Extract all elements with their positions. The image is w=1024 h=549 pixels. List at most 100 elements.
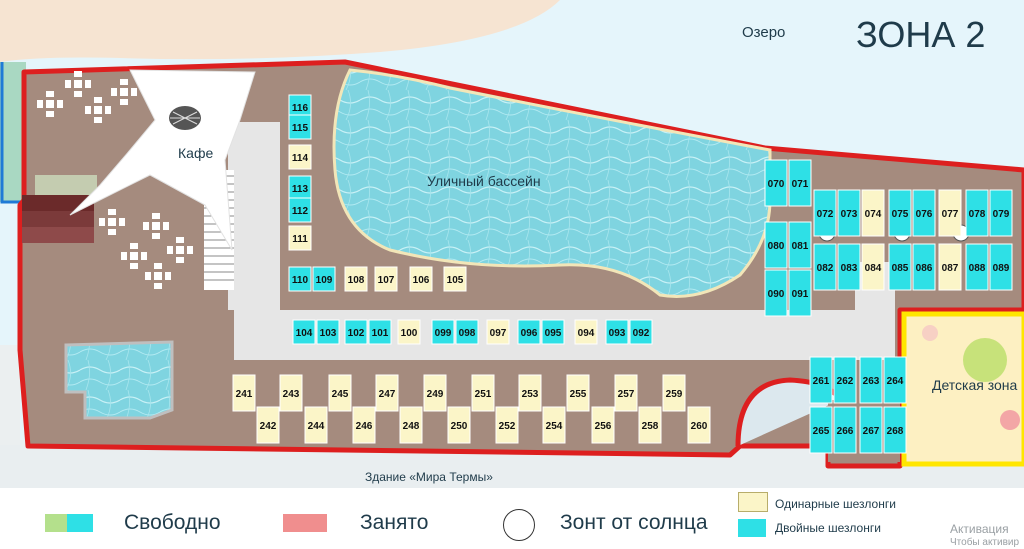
- seat-250[interactable]: 250: [447, 406, 471, 444]
- seat-box[interactable]: [965, 243, 989, 291]
- seat-259[interactable]: 259: [662, 374, 686, 412]
- seat-box[interactable]: [883, 406, 907, 454]
- seat-box[interactable]: [518, 374, 542, 412]
- seat-box[interactable]: [486, 319, 510, 345]
- seat-268[interactable]: 268: [883, 406, 907, 454]
- seat-081[interactable]: 081: [788, 221, 812, 269]
- seat-box[interactable]: [443, 266, 467, 292]
- seat-box[interactable]: [989, 243, 1013, 291]
- seat-077[interactable]: 077: [938, 189, 962, 237]
- seat-box[interactable]: [591, 406, 615, 444]
- seat-box[interactable]: [687, 406, 711, 444]
- seat-072[interactable]: 072: [813, 189, 837, 237]
- seat-box[interactable]: [809, 406, 833, 454]
- seat-box[interactable]: [328, 374, 352, 412]
- seat-box[interactable]: [638, 406, 662, 444]
- seat-262[interactable]: 262: [833, 356, 857, 404]
- seat-box[interactable]: [288, 197, 312, 223]
- seat-box[interactable]: [397, 319, 421, 345]
- seat-252[interactable]: 252: [495, 406, 519, 444]
- seat-box[interactable]: [912, 243, 936, 291]
- seat-073[interactable]: 073: [837, 189, 861, 237]
- seat-094[interactable]: 094: [574, 319, 598, 345]
- seat-box[interactable]: [288, 144, 312, 170]
- seat-105[interactable]: 105: [443, 266, 467, 292]
- seat-099[interactable]: 099: [431, 319, 455, 345]
- seat-264[interactable]: 264: [883, 356, 907, 404]
- seat-box[interactable]: [316, 319, 340, 345]
- seat-096[interactable]: 096: [517, 319, 541, 345]
- seat-box[interactable]: [566, 374, 590, 412]
- seat-266[interactable]: 266: [833, 406, 857, 454]
- seat-092[interactable]: 092: [629, 319, 653, 345]
- seat-box[interactable]: [912, 189, 936, 237]
- seat-box[interactable]: [859, 406, 883, 454]
- seat-241[interactable]: 241: [232, 374, 256, 412]
- seat-079[interactable]: 079: [989, 189, 1013, 237]
- seat-box[interactable]: [662, 374, 686, 412]
- seat-115[interactable]: 115: [288, 114, 312, 140]
- seat-257[interactable]: 257: [614, 374, 638, 412]
- seat-247[interactable]: 247: [375, 374, 399, 412]
- seat-box[interactable]: [938, 243, 962, 291]
- seat-box[interactable]: [629, 319, 653, 345]
- seat-251[interactable]: 251: [471, 374, 495, 412]
- seat-097[interactable]: 097: [486, 319, 510, 345]
- seat-box[interactable]: [541, 319, 565, 345]
- seat-box[interactable]: [833, 406, 857, 454]
- seat-box[interactable]: [232, 374, 256, 412]
- seat-084[interactable]: 084: [861, 243, 885, 291]
- seat-267[interactable]: 267: [859, 406, 883, 454]
- seat-box[interactable]: [517, 319, 541, 345]
- seat-box[interactable]: [788, 269, 812, 317]
- seat-106[interactable]: 106: [409, 266, 433, 292]
- seat-108[interactable]: 108: [344, 266, 368, 292]
- seat-260[interactable]: 260: [687, 406, 711, 444]
- seat-box[interactable]: [256, 406, 280, 444]
- seat-box[interactable]: [788, 221, 812, 269]
- seat-box[interactable]: [352, 406, 376, 444]
- seat-box[interactable]: [989, 189, 1013, 237]
- seat-074[interactable]: 074: [861, 189, 885, 237]
- seat-256[interactable]: 256: [591, 406, 615, 444]
- seat-112[interactable]: 112: [288, 197, 312, 223]
- seat-248[interactable]: 248: [399, 406, 423, 444]
- seat-box[interactable]: [833, 356, 857, 404]
- seat-box[interactable]: [938, 189, 962, 237]
- seat-box[interactable]: [344, 319, 368, 345]
- seat-100[interactable]: 100: [397, 319, 421, 345]
- seat-box[interactable]: [883, 356, 907, 404]
- seat-box[interactable]: [605, 319, 629, 345]
- seat-104[interactable]: 104: [292, 319, 316, 345]
- seat-box[interactable]: [888, 189, 912, 237]
- seat-box[interactable]: [447, 406, 471, 444]
- seat-082[interactable]: 082: [813, 243, 837, 291]
- seat-111[interactable]: 111: [288, 225, 312, 251]
- seat-086[interactable]: 086: [912, 243, 936, 291]
- seat-box[interactable]: [368, 319, 392, 345]
- seat-244[interactable]: 244: [304, 406, 328, 444]
- seat-087[interactable]: 087: [938, 243, 962, 291]
- seat-246[interactable]: 246: [352, 406, 376, 444]
- seat-075[interactable]: 075: [888, 189, 912, 237]
- seat-109[interactable]: 109: [312, 266, 336, 292]
- seat-076[interactable]: 076: [912, 189, 936, 237]
- seat-101[interactable]: 101: [368, 319, 392, 345]
- seat-box[interactable]: [764, 269, 788, 317]
- seat-093[interactable]: 093: [605, 319, 629, 345]
- seat-091[interactable]: 091: [788, 269, 812, 317]
- seat-box[interactable]: [542, 406, 566, 444]
- seat-083[interactable]: 083: [837, 243, 861, 291]
- seat-box[interactable]: [292, 319, 316, 345]
- seat-box[interactable]: [455, 319, 479, 345]
- seat-113[interactable]: 113: [288, 175, 312, 201]
- seat-box[interactable]: [471, 374, 495, 412]
- seat-box[interactable]: [374, 266, 398, 292]
- seat-box[interactable]: [861, 189, 885, 237]
- seat-089[interactable]: 089: [989, 243, 1013, 291]
- seat-110[interactable]: 110: [288, 266, 312, 292]
- seat-box[interactable]: [813, 189, 837, 237]
- seat-242[interactable]: 242: [256, 406, 280, 444]
- seat-box[interactable]: [788, 159, 812, 207]
- seat-box[interactable]: [344, 266, 368, 292]
